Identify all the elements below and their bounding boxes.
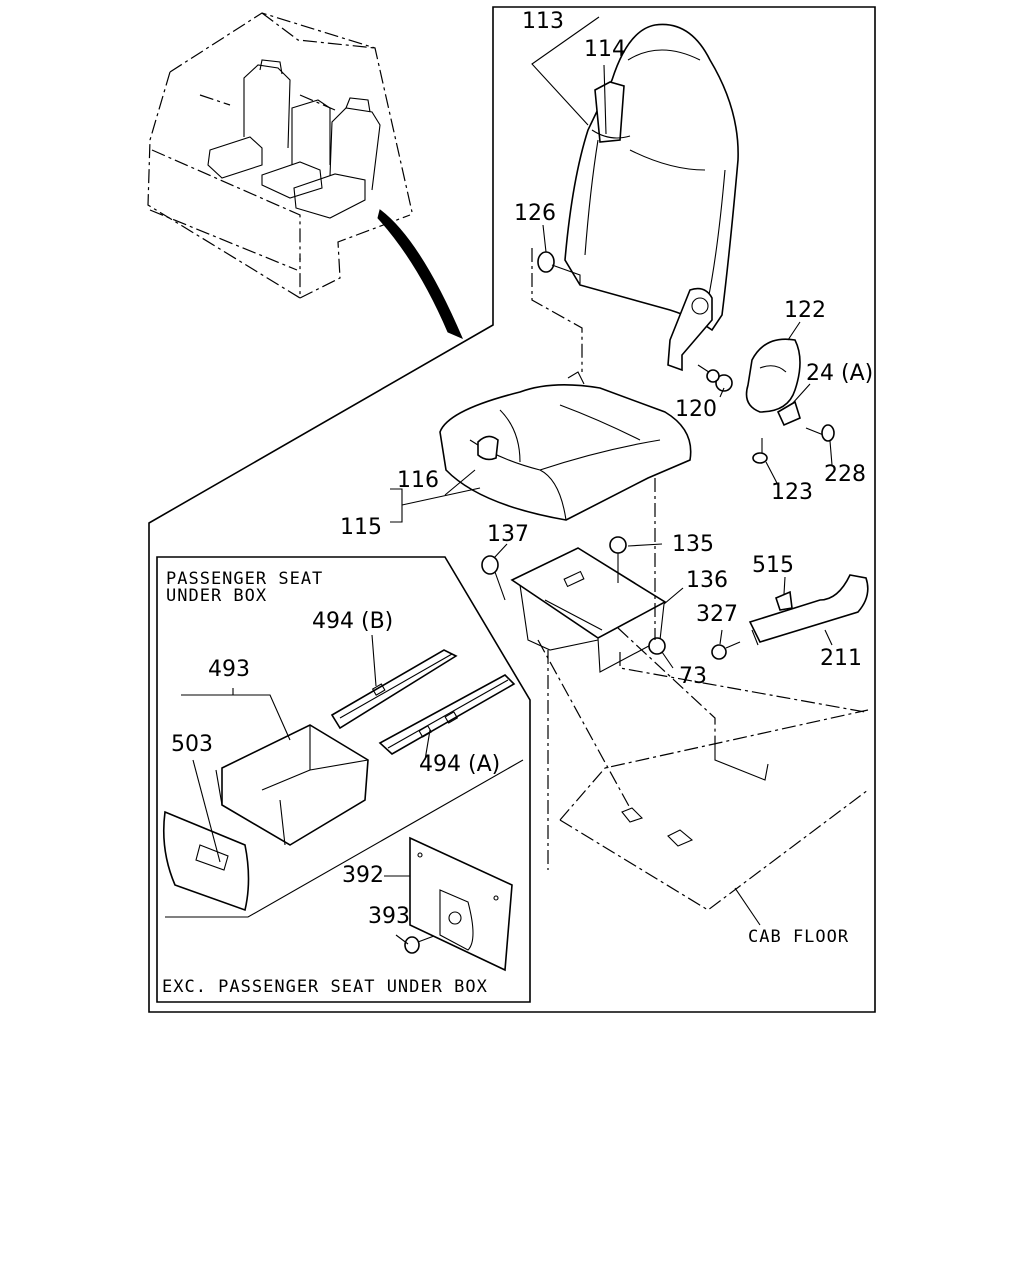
callout-393: 393 xyxy=(368,904,410,929)
callout-503: 503 xyxy=(171,732,213,757)
callout-122: 122 xyxy=(784,298,826,323)
callout-73: 73 xyxy=(679,664,707,689)
bolt-393 xyxy=(404,935,435,954)
bolt-120 xyxy=(697,364,733,392)
callout-137: 137 xyxy=(487,522,529,547)
callout-126: 126 xyxy=(514,201,556,226)
callout-327: 327 xyxy=(696,602,738,627)
screw-327 xyxy=(711,641,741,660)
rail-494a xyxy=(378,674,516,755)
under-box-divider xyxy=(165,759,524,918)
callout-120: 120 xyxy=(675,397,717,422)
callout-211: 211 xyxy=(820,646,862,671)
plug-126 xyxy=(537,251,581,284)
recliner-cover xyxy=(745,338,801,413)
cover-plate xyxy=(409,836,513,972)
clip-515 xyxy=(775,590,793,611)
callout-494b: 494 (B) xyxy=(312,609,393,634)
seat-base-bracket xyxy=(510,547,667,673)
callout-24a: 24 (A) xyxy=(806,361,873,386)
caption-cab-floor: CAB FLOOR xyxy=(748,927,849,947)
callout-515: 515 xyxy=(752,553,794,578)
callout-494a: 494 (A) xyxy=(419,752,500,777)
bolt-137 xyxy=(481,555,506,601)
caption-under-box-line2: UNDER BOX xyxy=(166,586,267,606)
callout-116: 116 xyxy=(397,468,439,493)
box-lid xyxy=(162,810,250,912)
callout-114: 114 xyxy=(584,37,626,62)
leader-lines xyxy=(181,16,833,945)
nut-73 xyxy=(648,637,666,655)
under-box xyxy=(215,724,369,846)
callout-115: 115 xyxy=(340,515,382,540)
assembly-lines xyxy=(531,248,716,870)
side-cover xyxy=(748,574,869,646)
callout-113: 113 xyxy=(522,9,564,34)
seat-back xyxy=(564,23,739,372)
cab-floor xyxy=(559,652,869,911)
rail-494b xyxy=(330,649,458,730)
callout-136: 136 xyxy=(686,568,728,593)
caption-under-box-line1: PASSENGER SEAT xyxy=(166,569,323,589)
caption-exc-under-box: EXC. PASSENGER SEAT UNDER BOX xyxy=(162,977,488,997)
callout-493: 493 xyxy=(208,657,250,682)
callout-228: 228 xyxy=(824,462,866,487)
callout-123: 123 xyxy=(771,480,813,505)
callout-135: 135 xyxy=(672,532,714,557)
seat-cushion xyxy=(439,371,692,521)
nut-135 xyxy=(609,536,627,583)
screw-228 xyxy=(805,424,835,442)
diagram-frame xyxy=(148,6,876,1013)
under-box-frame xyxy=(156,556,531,1003)
pointer-arrow xyxy=(377,209,463,339)
callout-392: 392 xyxy=(342,863,384,888)
screw-123 xyxy=(752,438,768,464)
cab-overview-illustration xyxy=(147,12,463,339)
clip-24a xyxy=(776,400,801,427)
